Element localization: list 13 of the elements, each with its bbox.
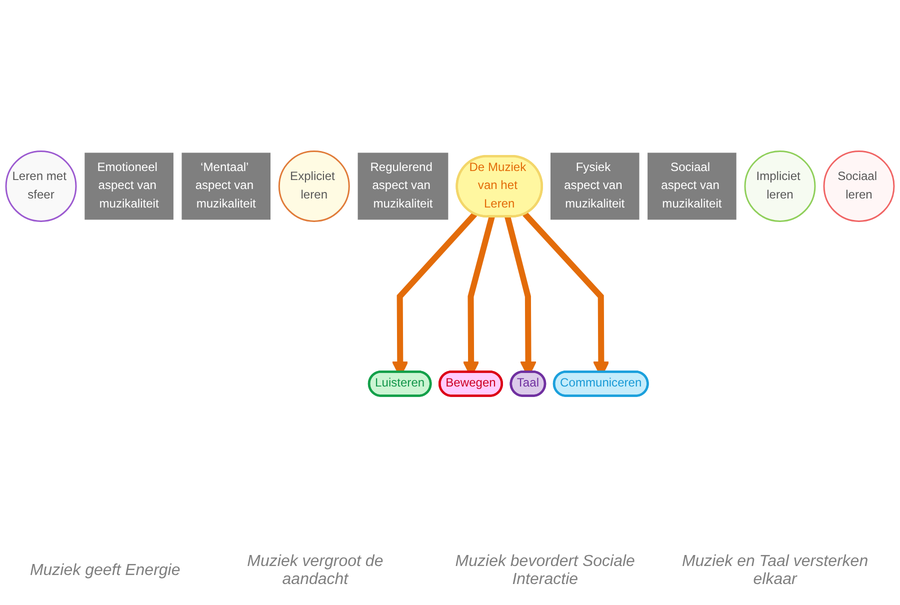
annotation-text: Muziek en Taal versterken elkaar xyxy=(680,553,870,589)
node-circle: Leren met sfeer xyxy=(5,150,77,222)
node-box: Sociaal aspect van muzikaliteit xyxy=(648,152,736,220)
node-circle: Impliciet leren xyxy=(744,150,816,222)
annotation-text: Muziek vergroot de aandacht xyxy=(246,553,384,589)
node-circle: Sociaal leren xyxy=(823,150,895,222)
node-box: Fysiek aspect van muzikaliteit xyxy=(550,152,640,220)
node-box: Emotioneel aspect van muzikaliteit xyxy=(84,152,174,220)
node-box: ‘Mentaal’ aspect van muzikaliteit xyxy=(182,152,270,220)
node-box: Regulerend aspect van muzikaliteit xyxy=(358,152,448,220)
annotation-text: Muziek bevordert Sociale Interactie xyxy=(454,553,636,589)
node-circle: Expliciet leren xyxy=(278,150,350,222)
annotation-text: Muziek geeft Energie xyxy=(30,562,180,580)
